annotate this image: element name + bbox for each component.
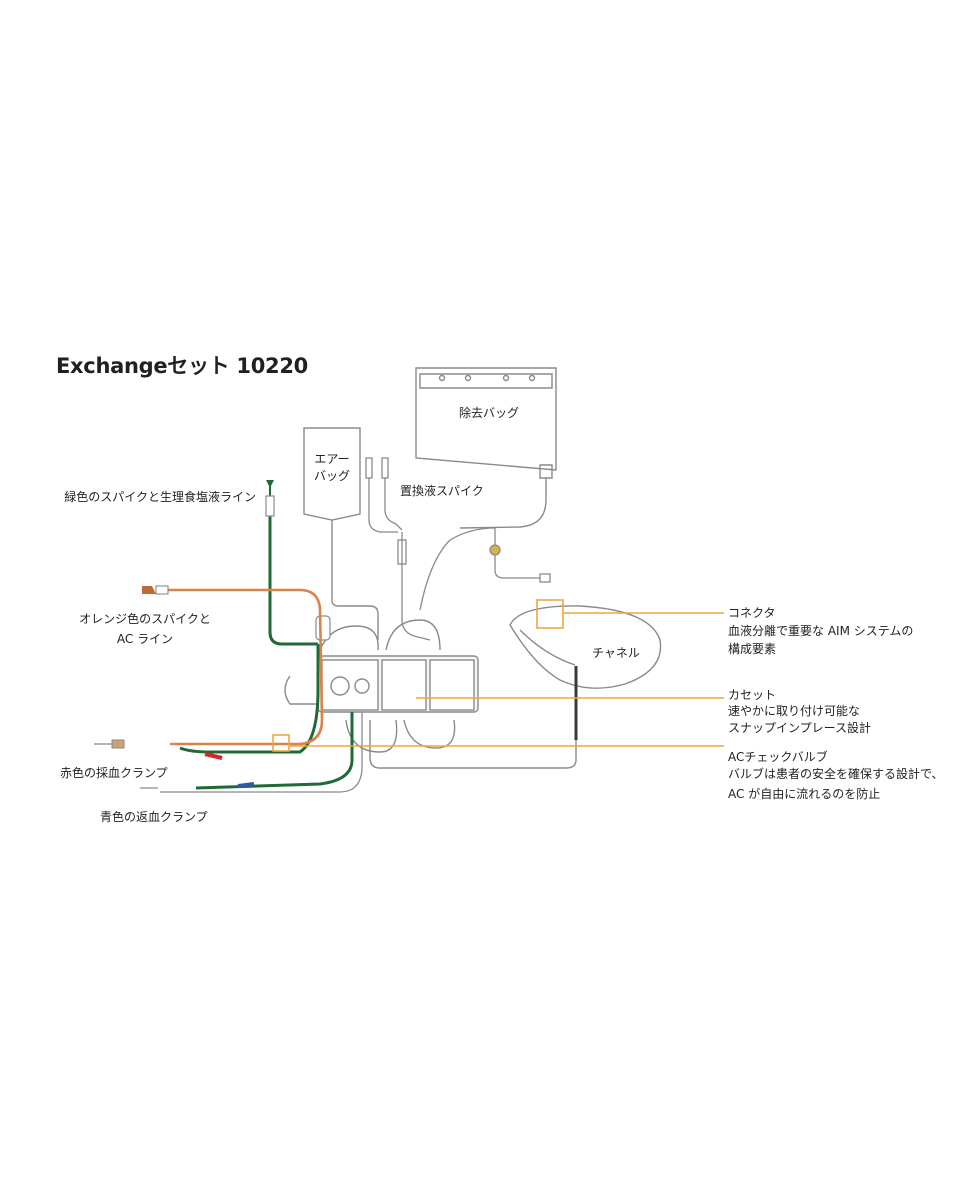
connector-callout-line2: 構成要素 <box>728 642 777 656</box>
green-saline-line <box>179 484 354 790</box>
page-title: Exchangeセット 10220 <box>56 354 308 378</box>
air-bag <box>303 427 379 640</box>
channel-label: チャネル <box>592 646 640 660</box>
orange-spike-label-line2: AC ライン <box>116 632 174 646</box>
callout-markers <box>272 599 724 752</box>
cassette-callout-line1: 速やかに取り付け可能な <box>728 704 861 718</box>
blue-clamp <box>140 712 363 793</box>
cassette-callout-title: カセット <box>728 688 777 702</box>
outlet-line <box>489 528 551 583</box>
replacement-spikes <box>365 457 496 641</box>
air-bag-label-line1: エアー <box>314 452 350 466</box>
connector-highlight <box>536 599 564 629</box>
ac-check-valve-callout-title: ACチェックバルブ <box>728 750 828 764</box>
removal-bag-label: 除去バッグ <box>458 406 519 420</box>
cassette-callout-line2: スナップインプレース設計 <box>728 721 872 735</box>
red-clamp-label: 赤色の採血クランプ <box>60 766 168 780</box>
connector-callout-line1: 血液分離で重要な AIM システムの <box>728 624 914 638</box>
red-clamp <box>94 739 223 760</box>
ac-check-valve-callout-line1: バルブは患者の安全を確保する設計で、 <box>728 767 944 781</box>
removal-bag <box>415 367 557 529</box>
channel <box>369 605 662 769</box>
air-bag-label-line2: バッグ <box>313 469 350 483</box>
ac-check-valve-callout-line2: AC が自由に流れるのを防止 <box>728 787 881 801</box>
orange-ac-line <box>160 588 324 746</box>
blue-clamp-label: 青色の返血クランプ <box>100 810 208 824</box>
ac-check-valve-highlight <box>272 734 290 752</box>
replacement-spike-label: 置換液スパイク <box>400 484 484 498</box>
connector-callout-title: コネクタ <box>728 606 776 620</box>
orange-spike-label-line1: オレンジ色のスパイクと <box>79 612 211 626</box>
orange-spike <box>142 585 169 595</box>
green-spike-label: 緑色のスパイクと生理食塩液ライン <box>64 490 256 504</box>
